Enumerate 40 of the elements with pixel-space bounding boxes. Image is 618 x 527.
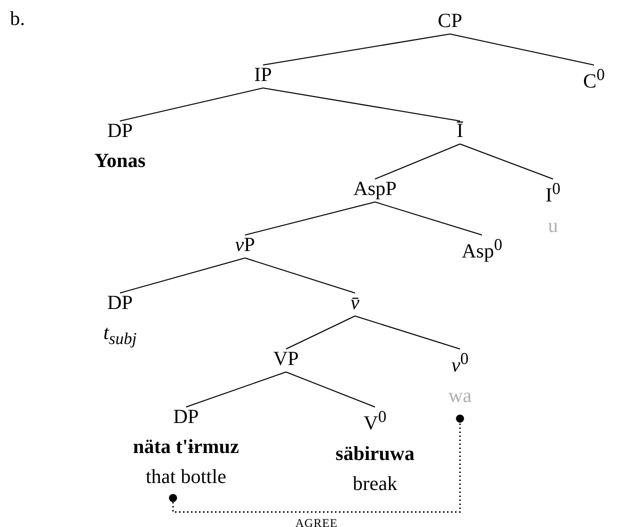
tree-branch <box>286 372 376 408</box>
trace-label: t$_{subj}$ <box>103 321 137 350</box>
category-label: DP <box>172 405 200 430</box>
category-label: DP <box>106 291 134 316</box>
tree-branch <box>120 258 246 294</box>
gloss-label: that bottle <box>144 465 228 490</box>
tree-branch <box>244 258 356 294</box>
word-label: säbiruwa <box>336 442 414 467</box>
category-label: v̄ <box>350 291 360 316</box>
morpheme-label: wa <box>448 384 472 409</box>
tree-branch <box>186 372 286 408</box>
tree-branch <box>354 316 460 350</box>
category-label: C$^{0}$ <box>583 64 605 95</box>
panel-label: b. <box>10 8 25 31</box>
category-label: IP <box>254 63 272 88</box>
tree-branch <box>450 34 594 66</box>
tree-branch <box>262 34 450 66</box>
category-label: I$^{0}$ <box>546 178 560 209</box>
category-label: Asp$^{0}$ <box>462 234 502 265</box>
category-label: Ī <box>456 119 464 144</box>
agreement-connector <box>168 414 464 513</box>
word-label: Yonas <box>94 149 146 174</box>
tree-branch <box>374 202 482 236</box>
tree-branch <box>244 202 376 236</box>
tree-branch <box>374 144 460 180</box>
category-label: AspP <box>353 177 397 202</box>
edge-label: AGREE <box>295 516 338 527</box>
category-label: V$^{0}$ <box>362 406 388 437</box>
tree-branch <box>460 144 554 180</box>
word-label: näta t'ɨrmuz <box>132 435 240 460</box>
category-label: vP <box>235 233 255 258</box>
category-label: v$^{0}$ <box>450 348 470 379</box>
morpheme-label: u <box>547 214 559 239</box>
tree-branch <box>262 88 460 122</box>
category-label: VP <box>273 347 299 372</box>
category-label: DP <box>106 119 134 144</box>
category-label: CP <box>438 9 462 34</box>
gloss-label: break <box>352 472 398 497</box>
tree-branch <box>120 88 264 122</box>
tree-branch <box>286 316 356 350</box>
